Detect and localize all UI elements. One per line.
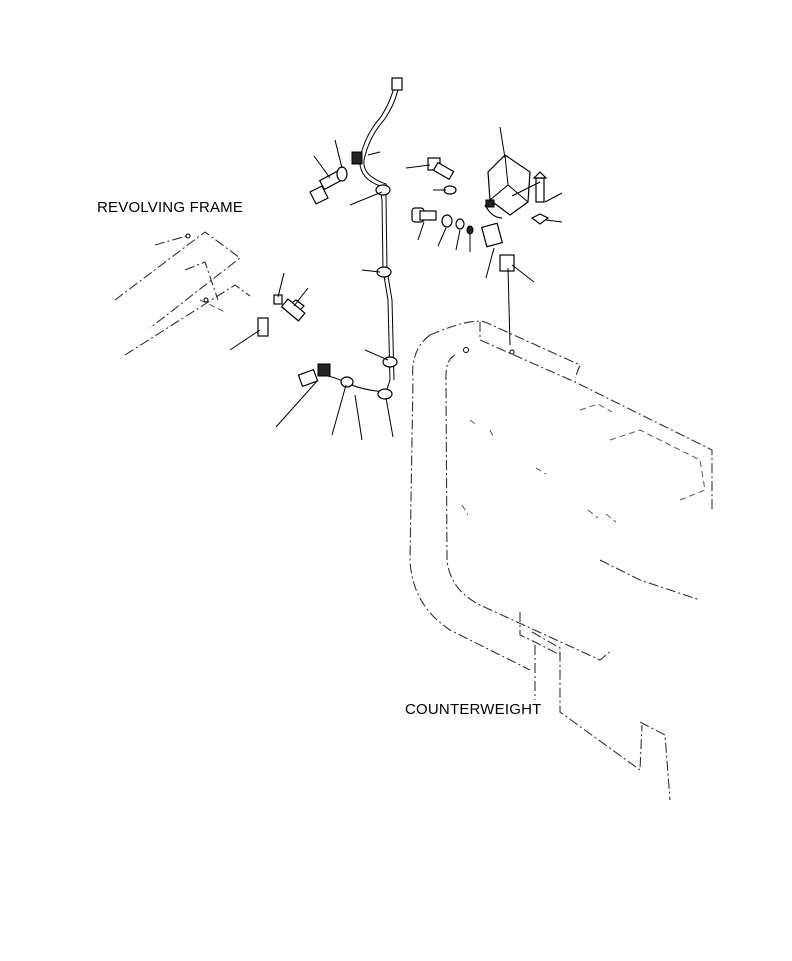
lamp-assembly	[480, 154, 550, 346]
bolt-right-upper	[427, 157, 457, 195]
label-revolving-frame: REVOLVING FRAME	[97, 199, 244, 216]
bolt-left-middle	[257, 294, 306, 337]
counterweight-outline	[409, 320, 713, 801]
bolt-right-middle	[411, 207, 474, 235]
leader-lines	[229, 126, 563, 441]
label-counterweight: COUNTERWEIGHT	[405, 701, 542, 718]
revolving-frame-outline	[114, 231, 251, 356]
wiring-harness	[297, 77, 403, 400]
bolt-left-upper	[309, 166, 348, 205]
